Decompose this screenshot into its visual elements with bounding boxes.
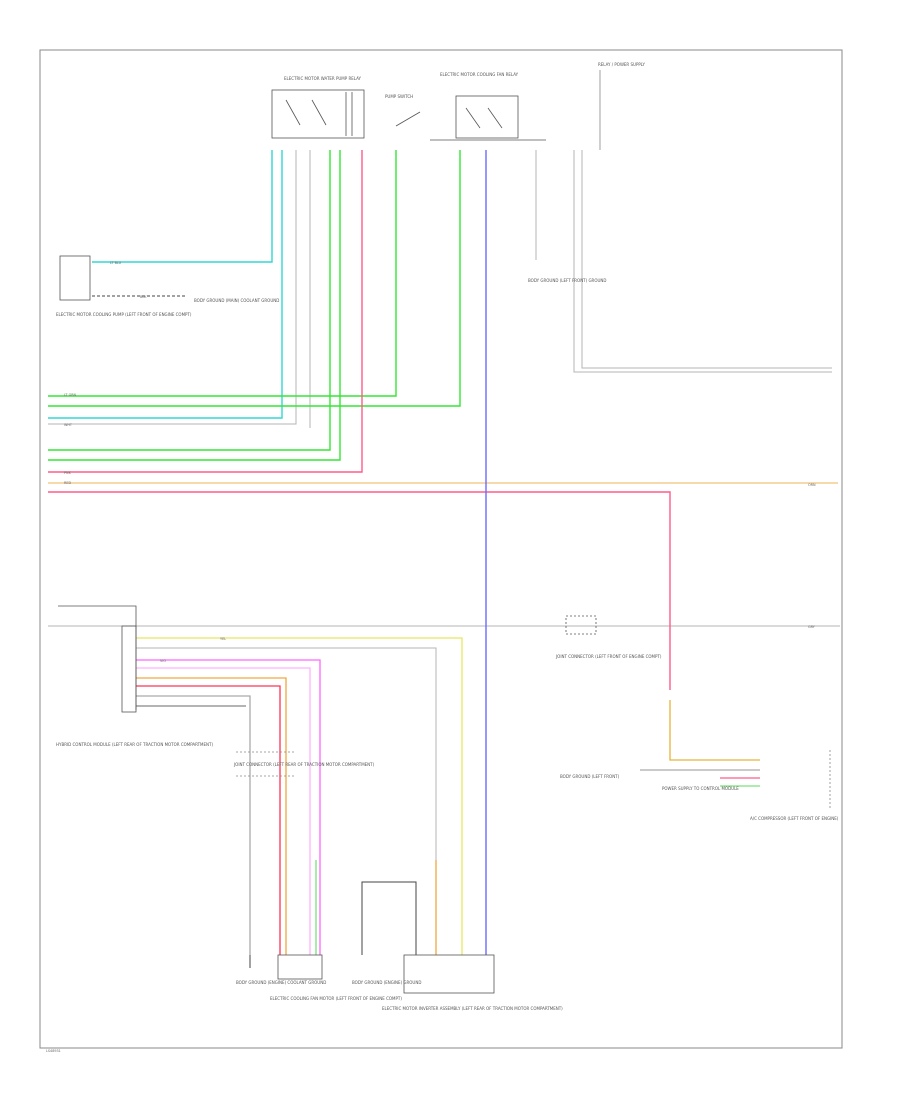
motor-bottom: ELECTRIC COOLING FAN MOTOR (LEFT FRONT O… (270, 954, 402, 1001)
ground-bottom-mid: BODY GROUND (ENGINE) GROUND (352, 881, 421, 985)
junction-right: JOINT CONNECTOR (LEFT FRONT OF ENGINE CO… (555, 615, 662, 659)
ground-bottom-mid-label: BODY GROUND (ENGINE) GROUND (352, 980, 421, 985)
module-right-label: POWER SUPPLY TO CONTROL MODULE (662, 786, 739, 791)
wire-tag-yel: YEL (220, 637, 226, 641)
wire-tag-red: RED (64, 481, 71, 485)
junction-left-label: JOINT CONNECTOR (LEFT REAR OF TRACTION M… (233, 762, 375, 767)
wire-cyan-group (48, 150, 283, 419)
relay-right-label: ELECTRIC MOTOR COOLING FAN RELAY (440, 72, 519, 77)
module-right: POWER SUPPLY TO CONTROL MODULE (662, 786, 739, 791)
wire-tag-blk: BLK (140, 295, 147, 299)
ground-right: BODY GROUND (LEFT FRONT) (560, 774, 620, 779)
connector-left-label: ELECTRIC MOTOR COOLING PUMP (LEFT FRONT … (56, 312, 192, 317)
diagram-frame (39, 49, 843, 1049)
ground-upper-right-label: BODY GROUND (LEFT FRONT) GROUND (528, 278, 606, 283)
ecu-left: HYBRID CONTROL MODULE (LEFT REAR OF TRAC… (56, 605, 213, 747)
relay-mid-switch-label: PUMP SWITCH (385, 94, 413, 99)
connector-left: ELECTRIC MOTOR COOLING PUMP (LEFT FRONT … (56, 255, 192, 317)
compressor-right-label: A/C COMPRESSOR (LEFT FRONT OF ENGINE) (750, 816, 839, 821)
module-bottom: ELECTRIC MOTOR INVERTER ASSEMBLY (LEFT R… (382, 954, 563, 1011)
ground-upper-right: BODY GROUND (LEFT FRONT) GROUND (528, 278, 606, 283)
module-bottom-label: ELECTRIC MOTOR INVERTER ASSEMBLY (LEFT R… (382, 1006, 563, 1011)
junction-right-label: JOINT CONNECTOR (LEFT FRONT OF ENGINE CO… (555, 654, 662, 659)
wire-tag-gry: GRY (808, 625, 816, 629)
relay-far: RELAY / POWER SUPPLY (598, 62, 645, 150)
wire-tag-pnk: PNK (64, 471, 72, 475)
relay-left-label: ELECTRIC MOTOR WATER PUMP RELAY (284, 76, 361, 81)
wire-tag-grn: LT GRN (64, 393, 77, 397)
footer-code: LS48931 (46, 1049, 61, 1053)
relay-left: ELECTRIC MOTOR WATER PUMP RELAY (271, 76, 365, 139)
junction-left: JOINT CONNECTOR (LEFT REAR OF TRACTION M… (233, 751, 375, 777)
wire-tag-blu: LT BLU (110, 261, 122, 265)
wire-tag-wht: WHT (64, 423, 73, 427)
relay-mid-switch: PUMP SWITCH (385, 94, 421, 127)
wire-right-group (640, 700, 760, 787)
ground-right-label: BODY GROUND (LEFT FRONT) (560, 774, 620, 779)
ground-bottom-left-label: BODY GROUND (ENGINE) COOLANT GROUND (236, 980, 326, 985)
relay-far-label: RELAY / POWER SUPPLY (598, 62, 645, 67)
compressor-right: A/C COMPRESSOR (LEFT FRONT OF ENGINE) (750, 750, 839, 821)
wire-grey-group (48, 150, 840, 930)
wire-tag-ora: ORN (808, 483, 816, 487)
ground-bottom-left: BODY GROUND (ENGINE) COOLANT GROUND (236, 955, 326, 985)
wire-pink-group (48, 150, 671, 690)
wire-lower-group (136, 637, 463, 955)
wire-green-group (48, 150, 461, 461)
wire-tag-vio: VIO (160, 659, 166, 663)
ground-upper-left: BODY GROUND (MAIN) COOLANT GROUND (92, 295, 279, 303)
ground-upper-left-label: BODY GROUND (MAIN) COOLANT GROUND (194, 298, 279, 303)
ecu-left-label: HYBRID CONTROL MODULE (LEFT REAR OF TRAC… (56, 742, 213, 747)
relay-right: ELECTRIC MOTOR COOLING FAN RELAY (430, 72, 546, 141)
motor-bottom-label: ELECTRIC COOLING FAN MOTOR (LEFT FRONT O… (270, 996, 402, 1001)
